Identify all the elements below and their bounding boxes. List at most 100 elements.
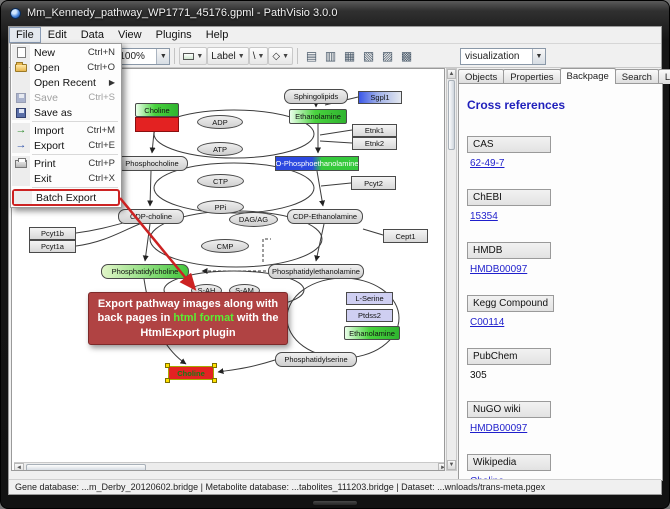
pathway-node-ethanolamine-top[interactable]: Ethanolamine (289, 109, 347, 124)
label-tool-button[interactable]: Label▼ (207, 47, 249, 65)
label-tool-text: Label (211, 50, 236, 62)
pathway-node-sgpl1[interactable]: Sgpl1 (358, 91, 402, 104)
stack-button[interactable]: ▩ (397, 47, 416, 66)
scrollbar-thumb[interactable] (26, 463, 146, 470)
menu-item-print[interactable]: Print Ctrl+P (12, 156, 120, 171)
selection-handle[interactable] (165, 363, 170, 368)
pathway-node-pcyt1a[interactable]: Pcyt1a (29, 240, 76, 253)
scrollbar-track[interactable] (146, 463, 438, 470)
scroll-left-icon[interactable]: ◄ (14, 463, 24, 470)
pathway-node-phosphatidylcholine[interactable]: Phosphatidylcholine (101, 264, 189, 279)
window-resize-grip[interactable] (312, 500, 358, 506)
export-icon: → (15, 139, 27, 151)
line-tool-button[interactable]: \▼ (248, 47, 269, 65)
backpage-panel: Cross references CAS 62-49-7 ChEBI 15354… (458, 83, 663, 481)
pathway-node-etnk2[interactable]: Etnk2 (352, 137, 397, 150)
annotation-highlight: html format (173, 312, 234, 325)
xref-section-chebi: ChEBI 15354 (467, 187, 654, 224)
align-left-button[interactable]: ▤ (302, 47, 321, 66)
selection-handle[interactable] (165, 378, 170, 383)
tab-objects[interactable]: Objects (458, 69, 505, 84)
horizontal-scrollbar[interactable]: ◄ ► (14, 462, 444, 470)
menu-item-save-as[interactable]: Save as (12, 105, 120, 120)
xref-link[interactable]: 62-49-7 (470, 158, 505, 169)
pathway-node-pcyt1b[interactable]: Pcyt1b (29, 227, 76, 240)
pathway-node-dag[interactable]: DAG/AG (229, 212, 278, 227)
menu-item-open[interactable]: Open Ctrl+O (12, 60, 120, 75)
xref-link[interactable]: HMDB00097 (470, 423, 528, 434)
import-icon: → (15, 124, 27, 136)
pathway-node-atp[interactable]: ATP (197, 142, 243, 156)
menu-item-import[interactable]: → Import Ctrl+M (12, 123, 120, 138)
menu-item-exit[interactable]: Exit Ctrl+X (12, 171, 120, 186)
menu-item-new[interactable]: New Ctrl+N (12, 45, 120, 60)
pathway-node-choline-selected[interactable]: Choline (165, 363, 217, 383)
pathway-node-ppi[interactable]: PPi (197, 200, 244, 214)
chevron-down-icon[interactable]: ▼ (532, 48, 545, 64)
menu-item-export[interactable]: → Export Ctrl+E (12, 138, 120, 153)
pathway-node-etnk1[interactable]: Etnk1 (352, 124, 397, 137)
pathway-node-cept1[interactable]: Cept1 (383, 229, 428, 243)
submenu-arrow-icon: ▶ (108, 78, 115, 87)
vertical-scrollbar[interactable]: ▲ ▼ (446, 68, 457, 471)
scroll-right-icon[interactable]: ► (438, 463, 444, 470)
selection-handle[interactable] (212, 378, 217, 383)
menu-data[interactable]: Data (80, 29, 104, 41)
xref-link[interactable]: HMDB00097 (470, 264, 528, 275)
menu-separator (32, 121, 118, 122)
toolbar-separator (297, 48, 299, 64)
datanode-tool-button[interactable]: ▼ (179, 47, 208, 65)
menu-edit[interactable]: Edit (47, 29, 67, 41)
pathway-node-pcyt2[interactable]: Pcyt2 (351, 176, 396, 190)
scrollbar-thumb[interactable] (448, 80, 455, 150)
xref-header: NuGO wiki (467, 401, 551, 418)
shape-tool-button[interactable]: ◇▼ (268, 47, 294, 65)
pathway-node-cdp-ethanolamine[interactable]: CDP-Ethanolamine (287, 209, 363, 224)
tab-properties[interactable]: Properties (503, 69, 561, 84)
pathway-node-sphingolipids[interactable]: Sphingolipids (284, 89, 348, 104)
pathway-node-phosphatidylserine[interactable]: Phosphatidylserine (275, 352, 357, 367)
pathway-node-phosphatidylethanolamine[interactable]: Phosphatidylethanolamine (268, 264, 364, 279)
pathway-node-cmp[interactable]: CMP (201, 239, 249, 253)
align-top-button[interactable]: ▦ (340, 47, 359, 66)
xref-section-nugo: NuGO wiki HMDB00097 (467, 399, 654, 436)
menu-item-batch-export[interactable]: Batch Export (12, 189, 120, 206)
selection-handle[interactable] (212, 363, 217, 368)
titlebar[interactable]: Mm_Kennedy_pathway_WP1771_45176.gpml - P… (0, 0, 670, 26)
zoom-combobox[interactable]: 100% ▼ (114, 47, 171, 65)
xref-link[interactable]: 15354 (470, 211, 498, 222)
menu-item-open-recent[interactable]: Open Recent ▶ (12, 75, 120, 90)
pathway-node-choline-top[interactable]: Choline (135, 103, 179, 117)
tab-backpage[interactable]: Backpage (559, 68, 616, 84)
stack-icon: ▩ (400, 49, 413, 63)
pathway-node-phosphocholine[interactable]: Phosphocholine (116, 156, 188, 171)
align-center-button[interactable]: ▥ (321, 47, 340, 66)
chevron-down-icon[interactable]: ▼ (156, 48, 170, 64)
tab-search[interactable]: Search (614, 69, 659, 84)
pathway-node-l-serine[interactable]: L-Serine (346, 292, 393, 305)
distribute-v-button[interactable]: ▨ (378, 47, 397, 66)
window-title: Mm_Kennedy_pathway_WP1771_45176.gpml - P… (27, 7, 338, 19)
xref-header: PubChem (467, 348, 551, 365)
pathway-node-o-phosphoethanolamine[interactable]: O-Phosphoethanolamine (275, 156, 359, 171)
scroll-up-icon[interactable]: ▲ (447, 69, 456, 79)
pathway-node-adp[interactable]: ADP (197, 115, 243, 129)
save-icon (16, 92, 26, 103)
xref-link[interactable]: C00114 (470, 317, 505, 328)
tab-legend[interactable]: Legend (657, 69, 670, 84)
menu-file[interactable]: File (9, 27, 41, 43)
pathway-node-cdp-choline[interactable]: CDP-choline (118, 209, 184, 224)
menu-help[interactable]: Help (205, 29, 229, 41)
visualization-combobox[interactable]: visualization ▼ (460, 47, 546, 65)
pathway-node-choline-expression[interactable] (135, 117, 179, 132)
distribute-h-button[interactable]: ▧ (359, 47, 378, 66)
pathway-node-ctp[interactable]: CTP (197, 174, 244, 188)
statusbar: Gene database: ...m_Derby_20120602.bridg… (9, 479, 661, 494)
menu-plugins[interactable]: Plugins (155, 29, 192, 41)
pathway-node-ethanolamine-bottom[interactable]: Ethanolamine (344, 326, 400, 340)
menu-view[interactable]: View (117, 29, 142, 41)
pathway-node-ptdss2[interactable]: Ptdss2 (346, 309, 393, 322)
app-icon (10, 7, 21, 19)
xref-link[interactable]: Choline (470, 476, 504, 480)
scroll-down-icon[interactable]: ▼ (447, 460, 456, 470)
